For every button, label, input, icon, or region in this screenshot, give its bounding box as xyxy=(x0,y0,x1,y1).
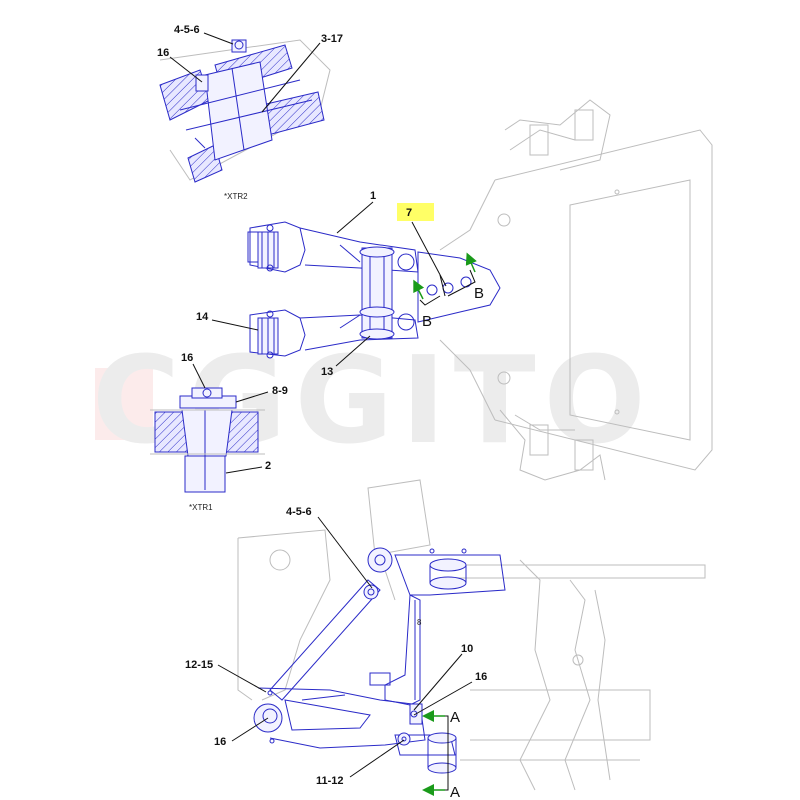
callout-16-bottom-right: 16 xyxy=(475,671,487,683)
callout-13: 13 xyxy=(321,366,333,378)
highlight-callout-7 xyxy=(397,203,434,221)
callout-16-bottom-left: 16 xyxy=(214,736,226,748)
callout-16-top: 16 xyxy=(157,47,169,59)
detail-xtr1 xyxy=(150,387,265,493)
callout-12-15: 12-15 xyxy=(185,659,213,671)
callout-3-17: 3-17 xyxy=(321,33,343,45)
callout-8-9: 8-9 xyxy=(272,385,288,397)
arrow-b-upper xyxy=(465,252,477,273)
callout-2: 2 xyxy=(265,460,271,472)
callout-1: 1 xyxy=(370,190,376,202)
link-assembly xyxy=(247,203,501,359)
view-reference-labels: *XTR2 *XTR1 xyxy=(189,192,248,512)
callout-4-5-6-top: 4-5-6 xyxy=(174,24,200,36)
callout-16-mid: 16 xyxy=(181,352,193,364)
arrow-b-lower xyxy=(413,279,425,300)
view-ref-xtr2: *XTR2 xyxy=(224,192,248,201)
section-line-b-lower xyxy=(419,295,441,306)
bottom-assembly: 8 xyxy=(237,479,706,791)
callout-labels: 4-5-6 16 3-17 1 7 14 13 16 8-9 2 4-5-6 1… xyxy=(157,24,487,787)
view-ref-xtr1: *XTR1 xyxy=(189,503,213,512)
section-mark-a-upper: A xyxy=(450,709,460,726)
section-line-a-upper xyxy=(428,715,449,726)
section-mark-b-lower: B xyxy=(422,313,432,330)
svg-text:8: 8 xyxy=(417,618,422,627)
section-mark-a-lower: A xyxy=(450,784,460,800)
section-line-b-upper xyxy=(447,269,476,297)
section-arrows xyxy=(413,252,477,796)
leader-lines xyxy=(169,32,473,778)
section-line-a-lower xyxy=(428,780,449,791)
section-mark-b-upper: B xyxy=(474,285,484,302)
frame-ghost-upper xyxy=(439,99,713,481)
section-mark-labels: B B A A xyxy=(422,285,484,800)
detail-xtr2 xyxy=(159,39,331,183)
callout-7: 7 xyxy=(406,207,412,219)
callout-4-5-6-bottom: 4-5-6 xyxy=(286,506,312,518)
callout-10: 10 xyxy=(461,643,473,655)
callout-11-12: 11-12 xyxy=(316,775,344,787)
callout-14: 14 xyxy=(196,311,209,323)
